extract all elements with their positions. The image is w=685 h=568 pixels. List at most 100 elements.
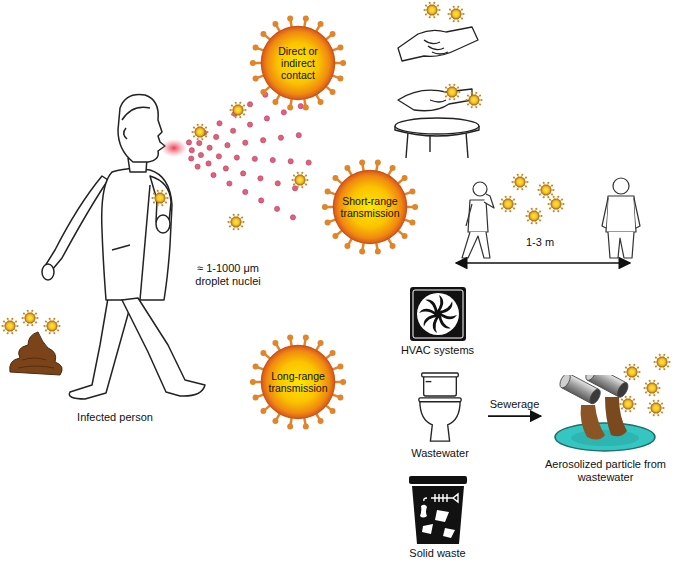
virus-shape xyxy=(250,16,346,111)
virus-particle xyxy=(619,396,636,412)
droplet-dots xyxy=(186,83,311,220)
virus-particle xyxy=(43,318,60,334)
virus-particle xyxy=(623,364,640,380)
solid-waste-node: Solid waste xyxy=(395,476,480,560)
virus-particle xyxy=(643,380,660,396)
droplet-dot xyxy=(298,104,303,109)
droplet-dot xyxy=(195,164,200,169)
text-holder: Solid waste xyxy=(395,547,480,560)
virus-particle xyxy=(1,318,18,334)
droplet-dot xyxy=(288,159,293,164)
icon xyxy=(410,287,466,341)
virus-particle xyxy=(647,400,664,416)
table-icon xyxy=(466,132,468,158)
icon-shape xyxy=(409,476,467,544)
distance-label: 1-3 m xyxy=(515,236,565,249)
virus-particle xyxy=(499,196,516,212)
virus-particle xyxy=(547,196,564,212)
figure-caption: Infected person xyxy=(60,411,170,424)
droplet-dot xyxy=(274,206,279,211)
virus-circle: Short-range transmission xyxy=(320,157,420,257)
icon-shape xyxy=(419,373,461,441)
droplet-dot xyxy=(281,110,286,115)
droplet-dot xyxy=(198,152,203,157)
text-holder: Direct or indirect contact xyxy=(265,45,331,81)
bystander-person xyxy=(613,178,629,194)
person-figure xyxy=(102,168,172,300)
droplet-dot xyxy=(275,181,280,186)
handshake-icon xyxy=(398,27,478,61)
person-figure xyxy=(118,95,165,162)
droplet-dot xyxy=(296,133,301,138)
person-figure xyxy=(122,107,150,120)
wastewater-node: Wastewater xyxy=(400,372,480,460)
virus-particle xyxy=(291,172,308,188)
coughing-person xyxy=(466,204,472,226)
droplet-dot xyxy=(189,148,194,153)
mouth-spray xyxy=(161,139,187,157)
text-holder: Long-range transmission xyxy=(265,370,331,394)
virus-particle xyxy=(447,6,464,22)
handshake-icon xyxy=(398,27,478,61)
person-figure xyxy=(156,215,170,233)
icon-shape xyxy=(555,364,655,451)
size-label: ≈ 1-1000 μm droplet nuclei xyxy=(180,262,276,288)
virus-particle xyxy=(151,190,168,206)
droplet-dot xyxy=(278,135,283,140)
virus-particle xyxy=(423,2,440,18)
droplet-dot xyxy=(252,156,257,161)
table-icon xyxy=(395,118,479,134)
droplet-dot xyxy=(258,176,263,181)
droplet-dot xyxy=(306,160,311,165)
icon xyxy=(416,372,464,444)
virus-particle xyxy=(511,174,528,190)
circle-label: Short-range transmission xyxy=(337,195,403,219)
droplet-dot xyxy=(214,134,219,139)
distance-arrow xyxy=(456,262,630,264)
bystander-person xyxy=(606,196,636,232)
person-figure xyxy=(42,95,205,399)
table-icon xyxy=(429,136,430,152)
table-icon xyxy=(406,132,408,158)
hand-icon xyxy=(398,89,472,111)
droplet-dot xyxy=(270,157,275,162)
text-holder: Short-range transmission xyxy=(337,195,403,219)
feces-icon xyxy=(18,358,54,368)
droplet-dot xyxy=(261,138,266,143)
virus-particle xyxy=(229,102,246,118)
coughing-person xyxy=(468,200,488,232)
virus-particle xyxy=(227,214,244,230)
flow-arrow xyxy=(488,415,541,417)
droplet-dot xyxy=(186,140,191,145)
virus-particle xyxy=(537,182,554,198)
icon-caption: HVAC systems xyxy=(395,344,480,357)
handshake-icon xyxy=(424,40,448,54)
droplet-dot xyxy=(230,128,235,133)
circle-label: Long-range transmission xyxy=(265,370,331,394)
virus-particle xyxy=(465,92,482,108)
droplet-dot xyxy=(247,122,252,127)
coughing-person xyxy=(473,182,487,196)
droplet-dot xyxy=(211,172,216,177)
droplet-dot xyxy=(234,155,239,160)
droplet-dot xyxy=(243,140,248,145)
virus-particles xyxy=(1,2,670,416)
person-figure xyxy=(112,245,130,250)
coughing-person xyxy=(484,194,494,208)
aerosol-node: Aerosolized particle from wastewater xyxy=(543,375,668,484)
virus-particle xyxy=(653,354,670,370)
bystander-person xyxy=(602,198,640,228)
bystander-person xyxy=(608,232,634,258)
droplet-dot xyxy=(225,143,230,148)
virus-particle xyxy=(21,310,38,326)
droplet-dot xyxy=(241,171,246,176)
virus-particle xyxy=(525,208,542,224)
virus-particle xyxy=(191,124,208,140)
person-figure xyxy=(140,185,150,300)
person-figure xyxy=(45,176,108,270)
virus-circle: Long-range transmission xyxy=(248,332,348,432)
text-holder: Aerosolized particle from wastewater xyxy=(543,458,668,484)
virus-circle: Direct or indirect contact xyxy=(248,13,348,113)
text-holder: Wastewater xyxy=(400,447,480,460)
